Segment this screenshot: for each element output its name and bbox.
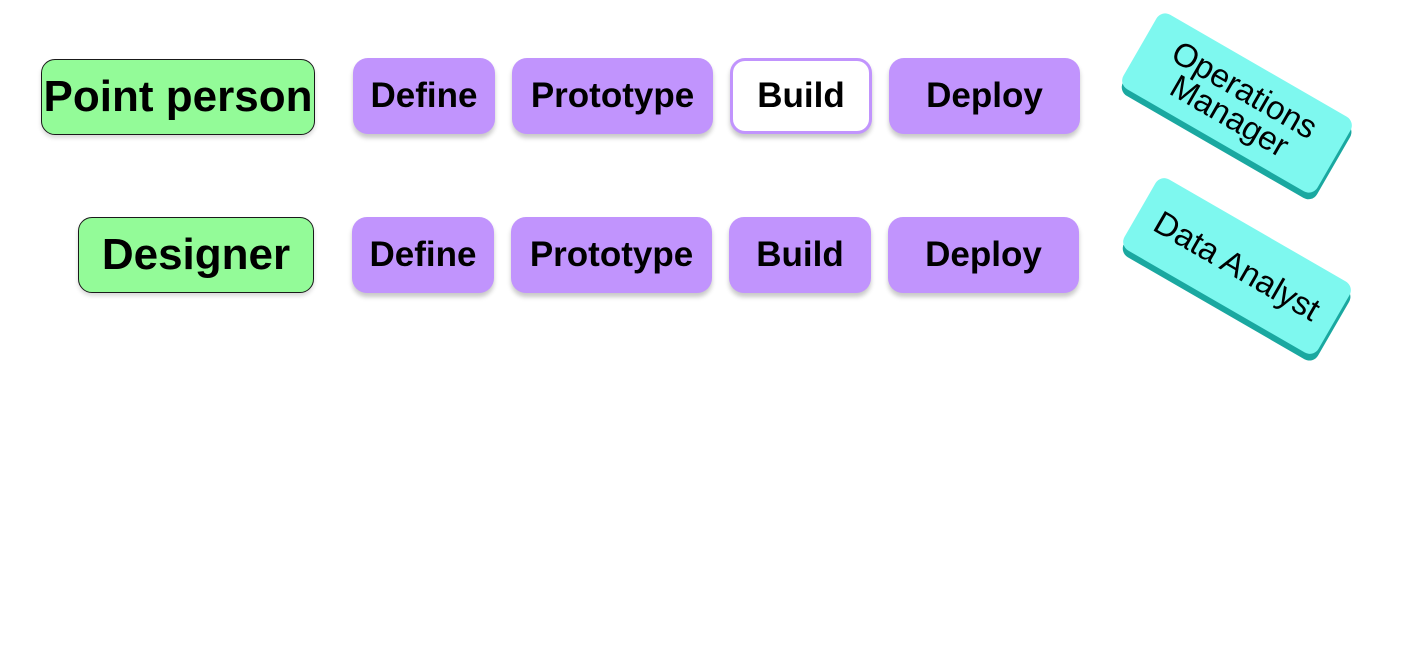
stage-define[interactable]: Define: [353, 58, 495, 134]
role-label: Designer: [101, 230, 291, 279]
stage-prototype[interactable]: Prototype: [512, 58, 713, 134]
stage-deploy[interactable]: Deploy: [889, 58, 1080, 134]
stage-build-selected[interactable]: Build: [730, 58, 872, 134]
stage-build[interactable]: Build: [729, 217, 871, 293]
role-point-person[interactable]: Point person: [41, 59, 315, 135]
tag-operations-manager[interactable]: Operations Manager: [1118, 9, 1356, 197]
stage-define[interactable]: Define: [352, 217, 494, 293]
stage-label: Deploy: [925, 235, 1042, 274]
stage-label: Build: [757, 76, 845, 115]
role-designer[interactable]: Designer: [78, 217, 314, 293]
stage-label: Prototype: [530, 76, 695, 115]
stage-label: Build: [756, 235, 844, 274]
stage-label: Deploy: [926, 76, 1043, 115]
tag-data-analyst[interactable]: Data Analyst: [1119, 174, 1355, 358]
stage-prototype[interactable]: Prototype: [511, 217, 712, 293]
stage-label: Define: [370, 76, 478, 115]
stage-deploy[interactable]: Deploy: [888, 217, 1079, 293]
role-label: Point person: [43, 72, 313, 121]
tag-line: Data Analyst: [1147, 203, 1327, 328]
stage-label: Define: [369, 235, 477, 274]
stage-label: Prototype: [529, 235, 694, 274]
